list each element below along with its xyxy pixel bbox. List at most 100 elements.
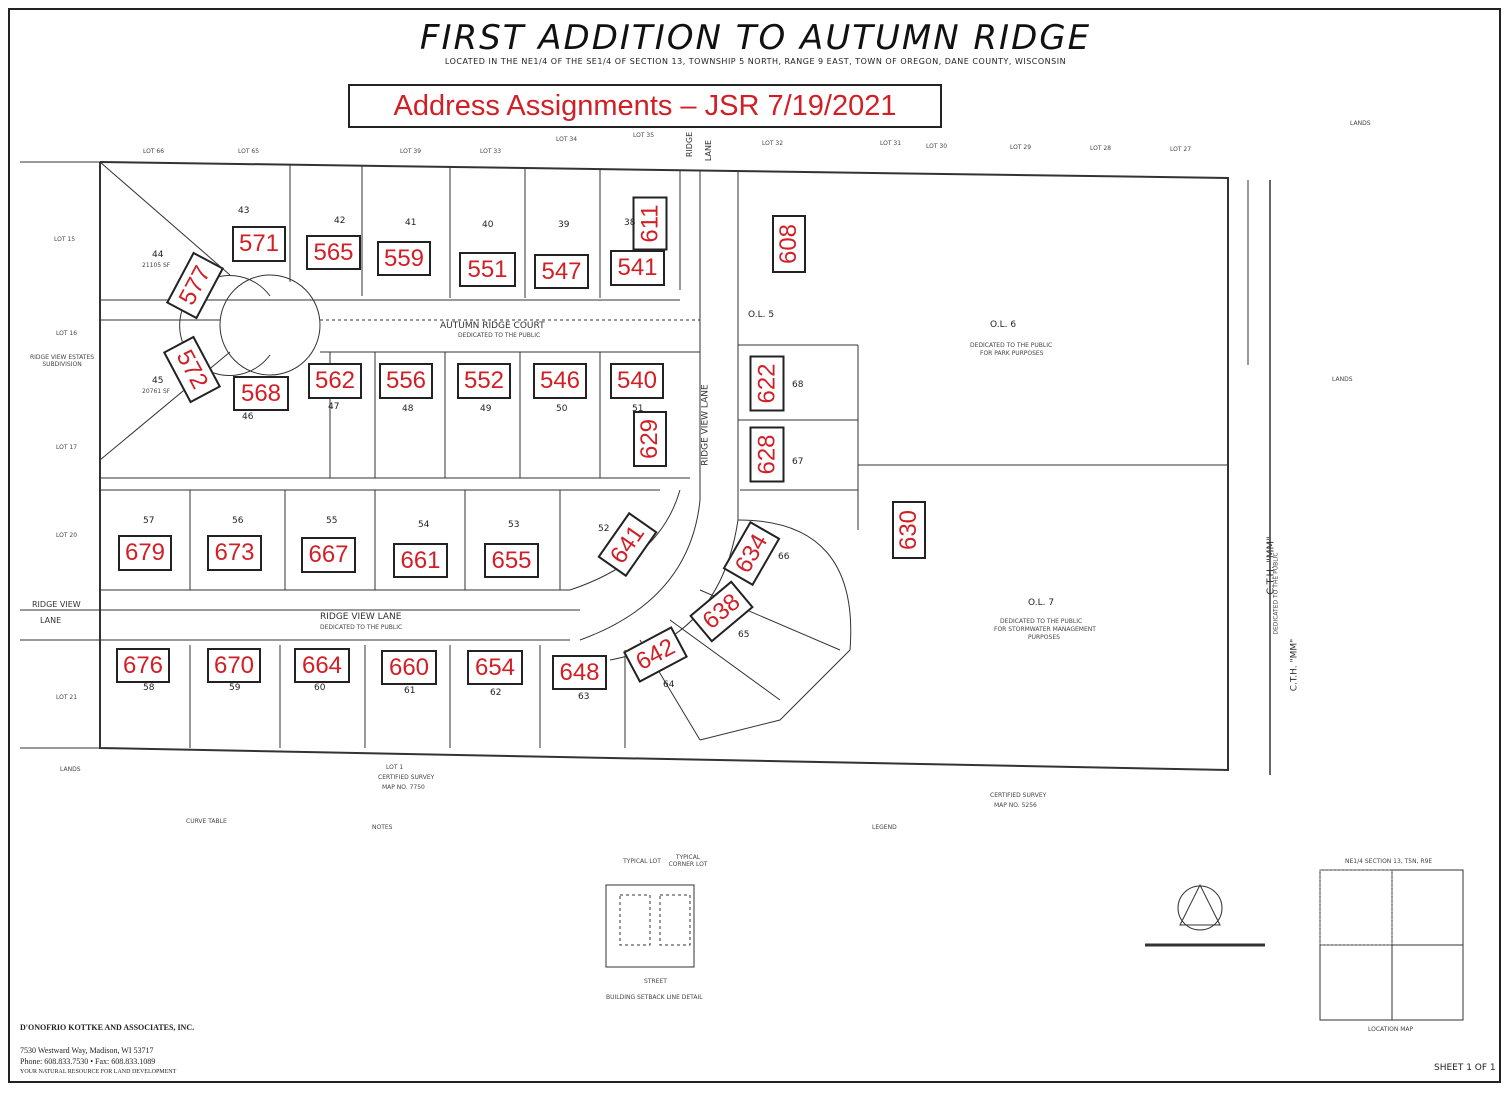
plat-subtitle: LOCATED IN THE NE1/4 OF THE SE1/4 OF SEC… [444,57,1067,66]
neighbor-csm2: CERTIFIED SURVEY [990,792,1047,799]
street-ridge-top: RIDGE [685,131,695,158]
notes-title: NOTES [372,824,393,831]
lot-53: 53 [508,520,520,530]
address-568: 568 [233,376,289,411]
lot-45-area: 20761 SF [142,388,171,395]
lot-59: 59 [229,683,241,693]
curve-table-title: CURVE TABLE [186,818,227,825]
address-629: 629 [633,411,667,467]
address-676: 676 [116,648,170,683]
address-banner: Address Assignments – JSR 7/19/2021 [348,84,942,128]
sheet-number: SHEET 1 OF 1 [1434,1063,1496,1073]
neighbor-lot-33: LOT 33 [480,148,502,155]
outlot-6-note-2: FOR PARK PURPOSES [980,350,1044,357]
lot-56: 56 [232,516,244,526]
street-cth-note: DEDICATED TO THE PUBLIC [1272,552,1280,635]
lot-40: 40 [482,220,494,230]
lot-51: 51 [632,404,644,414]
neighbor-lot-20: LOT 20 [56,532,78,539]
lot-66: 66 [778,552,790,562]
address-661: 661 [393,543,448,578]
address-608: 608 [772,215,806,273]
address-648: 648 [552,655,607,690]
legend-title: LEGEND [872,824,897,831]
typical-lot-label: TYPICAL LOT [623,858,661,865]
outlot-6-note-1: DEDICATED TO THE PUBLIC [970,342,1053,349]
firm-phone: Phone: 608.833.7530 • Fax: 608.833.1089 [20,1057,156,1066]
neighbor-lot-27: LOT 27 [1170,146,1192,153]
lot-42: 42 [334,216,346,226]
neighbor-csm: CERTIFIED SURVEY [378,774,435,781]
neighbor-lands-east: LANDS [1332,376,1353,383]
street-autumn-ridge-court: AUTUMN RIDGE COURT [440,321,545,331]
address-654: 654 [467,650,523,685]
neighbor-csm-no: MAP NO. 7750 [382,784,425,791]
address-546: 546 [533,363,587,399]
firm-address: 7530 Westward Way, Madison, WI 53717 [20,1046,154,1055]
lot-55: 55 [326,516,338,526]
address-547: 547 [534,254,589,289]
lot-60: 60 [314,683,326,693]
lot-54: 54 [418,520,430,530]
neighbor-lot-39: LOT 39 [400,148,422,155]
street-cth-mm-2: C.T.H. "MM" [1289,638,1300,692]
street-ridge-view-west: RIDGE VIEW [32,600,81,609]
address-622: 622 [749,355,785,412]
street-lane-top: LANE [704,139,714,162]
firm-info: D'ONOFRIO KOTTKE AND ASSOCIATES, INC. 75… [20,1022,194,1078]
neighbor-lot-29: LOT 29 [1010,144,1032,151]
setback-detail-title: BUILDING SETBACK LINE DETAIL [606,994,703,1001]
lot-68: 68 [792,380,804,390]
neighbor-lands-southwest: LANDS [60,766,81,773]
lot-47: 47 [328,402,340,412]
lot-52: 52 [598,524,610,534]
neighbor-lot-17: LOT 17 [56,444,78,451]
outlot-6: O.L. 6 [990,320,1017,330]
neighbor-lot-34: LOT 34 [556,136,578,143]
neighbor-lot-32: LOT 32 [762,140,784,147]
address-551: 551 [459,252,516,287]
lot-61: 61 [404,686,416,696]
neighbor-lot-28: LOT 28 [1090,145,1112,152]
street-court-note: DEDICATED TO THE PUBLIC [458,332,541,339]
lot-65: 65 [738,630,750,640]
street-ridge-view-lane-note: DEDICATED TO THE PUBLIC [320,624,403,631]
location-map-title: LOCATION MAP [1368,1026,1414,1033]
address-540: 540 [610,363,664,399]
neighbor-csm-lot1: LOT 1 [386,764,404,771]
lot-67: 67 [792,457,804,467]
lot-39: 39 [558,220,570,230]
outlot-5: O.L. 5 [748,310,775,320]
address-670: 670 [207,648,261,683]
lot-49: 49 [480,404,492,414]
neighbor-lot-15: LOT 15 [54,236,76,243]
lot-45: 45 [152,376,164,386]
address-628: 628 [749,426,785,483]
lot-44-area: 21105 SF [142,262,171,269]
street-ridge-view-lane: RIDGE VIEW LANE [320,612,402,622]
address-673: 673 [207,535,262,571]
lot-41: 41 [405,218,417,228]
neighbor-ridge-view-estates: RIDGE VIEW ESTATES SUBDIVISION [29,354,95,368]
neighbor-lot-31: LOT 31 [880,140,902,147]
typical-corner-lot-label: TYPICAL CORNER LOT [668,854,708,868]
outlot-7-note-1: DEDICATED TO THE PUBLIC [1000,618,1083,625]
address-562: 562 [308,363,362,399]
address-559: 559 [377,241,431,276]
neighbor-lot-16: LOT 16 [56,330,78,337]
lot-58: 58 [143,683,155,693]
outlot-7: O.L. 7 [1028,598,1055,608]
address-552: 552 [457,363,511,399]
lot-38: 38 [624,218,636,228]
street-ridge-view-vertical: RIDGE VIEW LANE [700,384,711,466]
plat-title: FIRST ADDITION TO AUTUMN RIDGE [419,18,1092,58]
address-611: 611 [632,196,668,251]
plat-sheet-border [8,8,1501,1083]
location-map-sub: NE1/4 SECTION 13, T5N, R9E [1345,858,1433,865]
address-556: 556 [379,363,433,399]
lot-64: 64 [663,680,675,690]
address-541: 541 [610,250,665,286]
lot-62: 62 [490,688,502,698]
neighbor-lot-66: LOT 66 [143,148,165,155]
